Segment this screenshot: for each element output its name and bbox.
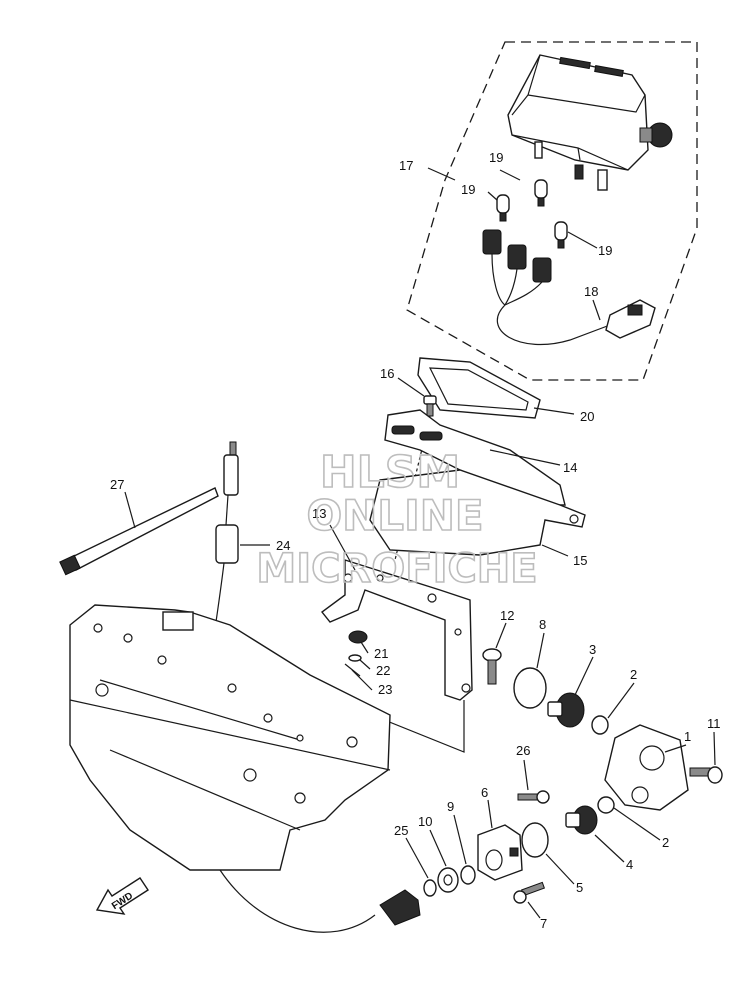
- callout-10: 10: [418, 814, 432, 829]
- meter-wire-harness: [482, 229, 656, 345]
- engine-frame-outline: [69, 604, 391, 871]
- callout-16: 16: [380, 366, 394, 381]
- callout-14: 14: [563, 460, 577, 475]
- callout-24: 24: [276, 538, 290, 553]
- watermark: HLSM ONLINE MICROFICHE: [256, 446, 539, 593]
- callout-2-lower: 2: [662, 835, 669, 850]
- meter-stay-13: [320, 559, 473, 701]
- cable-tie-27: [59, 487, 219, 576]
- meter-housing-15: [369, 469, 586, 556]
- callout-17: 17: [399, 158, 413, 173]
- bushing-2-lower: [597, 796, 615, 814]
- oil-seal-10: [437, 867, 459, 893]
- callout-19-top: 19: [489, 150, 503, 165]
- watermark-line-2: ONLINE: [306, 491, 483, 540]
- callout-22: 22: [376, 663, 390, 678]
- cable-end-fitting: [379, 889, 421, 926]
- callout-27: 27: [110, 477, 124, 492]
- callout-4: 4: [626, 857, 633, 872]
- callout-11: 11: [707, 716, 721, 731]
- bolt-12: [482, 648, 502, 685]
- watermark-line-3: MICROFICHE: [256, 546, 537, 592]
- meter-cover: [417, 357, 541, 419]
- washer-9: [460, 865, 476, 885]
- callout-6: 6: [481, 785, 488, 800]
- gear-unit-housing-1: [604, 724, 689, 811]
- watermark-line-1: HLSM: [320, 447, 460, 498]
- callout-5: 5: [576, 880, 583, 895]
- drive-gear-4: [565, 805, 598, 835]
- callout-12: 12: [500, 608, 514, 623]
- callout-2-upper: 2: [630, 667, 637, 682]
- fwd-arrow: FWD: [95, 877, 149, 915]
- screw-26: [517, 790, 550, 804]
- screw-7: [513, 881, 546, 904]
- callout-20: 20: [580, 409, 594, 424]
- callout-26: 26: [516, 743, 530, 758]
- screw-16: [423, 395, 437, 417]
- callout-15: 15: [573, 553, 587, 568]
- bolt-11: [689, 766, 723, 784]
- callout-8: 8: [539, 617, 546, 632]
- callout-21: 21: [374, 646, 388, 661]
- grommet-21: [348, 630, 368, 644]
- callout-9: 9: [447, 799, 454, 814]
- meter-bulb: [554, 221, 568, 249]
- leader-lines: [124, 167, 716, 919]
- callout-13: 13: [312, 506, 326, 521]
- callout-19-right: 19: [598, 243, 612, 258]
- callout-labels: 17 19 19 19 18 16 20 14 27 13 24 15 12 8…: [110, 150, 721, 931]
- speedometer-meter: [507, 54, 673, 191]
- joint-6: [477, 824, 523, 881]
- meter-bulb: [534, 179, 548, 207]
- callout-23: 23: [378, 682, 392, 697]
- callout-25: 25: [394, 823, 408, 838]
- o-ring-8: [513, 667, 547, 709]
- o-ring-25: [423, 879, 437, 897]
- meter-bracket-14: [384, 409, 566, 506]
- driven-gear-3: [547, 692, 585, 728]
- callout-18: 18: [584, 284, 598, 299]
- callout-3: 3: [589, 642, 596, 657]
- callout-1: 1: [684, 729, 691, 744]
- assembly-17-boundary: [406, 41, 698, 381]
- bushing-2-upper: [591, 715, 609, 735]
- meter-bulb: [496, 194, 510, 222]
- callout-19-left: 19: [461, 182, 475, 197]
- o-ring-5: [521, 822, 549, 858]
- collar-22: [348, 654, 362, 662]
- callout-7: 7: [540, 916, 547, 931]
